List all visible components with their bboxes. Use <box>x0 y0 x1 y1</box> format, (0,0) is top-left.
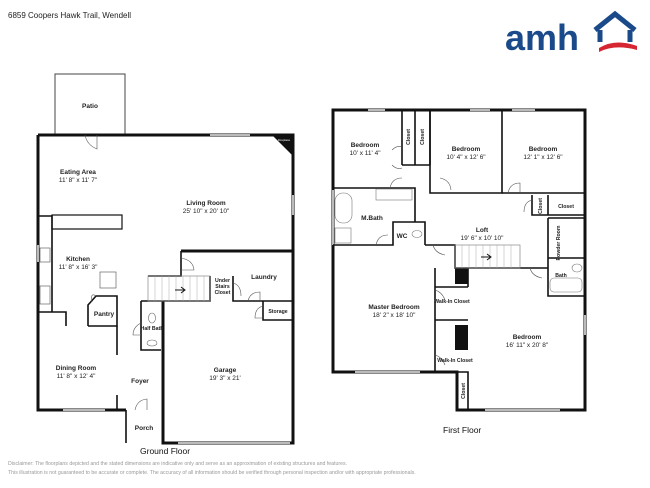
room-label: Closet <box>461 383 467 399</box>
room-label: Bedroom <box>529 146 558 153</box>
room-label: Laundry <box>251 274 277 281</box>
room-label: Garage <box>214 367 237 374</box>
room-dims: 11' 8" x 12' 4" <box>57 373 96 380</box>
room-label: Bath <box>555 273 567 279</box>
room-label: Powder Room <box>556 225 562 260</box>
room-label: Master Bedroom <box>368 304 420 311</box>
room-label: Eating Area <box>60 169 96 176</box>
room-dims: 12' 1" x 12' 6" <box>523 154 563 161</box>
room-label: Bedroom <box>351 142 380 149</box>
room-dims: 19' 6" x 10' 10" <box>461 235 505 242</box>
room-label: Storage <box>268 309 287 315</box>
room-label: Dining Room <box>56 365 97 372</box>
stairs-first <box>454 244 521 269</box>
room-label: Walk-In Closet <box>434 299 470 305</box>
disclaimer-line-2: This illustration is not guaranteed to b… <box>8 470 416 476</box>
room-label: Pantry <box>94 311 115 318</box>
room-dims: 16' 11" x 20' 8" <box>506 342 549 349</box>
ground-floor-title: Ground Floor <box>140 446 191 456</box>
sink-icon <box>39 247 51 263</box>
room-label: Loft <box>476 227 489 234</box>
room-label: Closet <box>406 129 412 145</box>
amh-logo: amh <box>505 10 637 58</box>
room-label: Porch <box>135 425 153 432</box>
first-floor-plan: Bedroom 10' x 11' 4" Closet Closet Bedro… <box>331 108 587 412</box>
fireplace-icon <box>272 135 293 156</box>
toilet-icon <box>571 263 583 273</box>
room-label: Walk-In Closet <box>437 358 473 364</box>
fridge-icon <box>99 271 117 289</box>
toilet-icon <box>148 312 156 324</box>
room-dims: 10' 4" x 12' 6" <box>446 154 486 161</box>
room-label: Foyer <box>131 378 149 385</box>
room-label: Kitchen <box>66 256 90 263</box>
room-label: WC <box>397 233 408 240</box>
room-label: Bedroom <box>513 334 542 341</box>
room-label: Closet <box>558 204 574 210</box>
bathtub-icon <box>334 192 353 224</box>
room-label: Living Room <box>186 200 226 207</box>
fireplace-label: Fireplace <box>278 138 291 142</box>
stove-icon <box>39 285 51 305</box>
room-label: Closet <box>420 129 426 145</box>
room-label: Half Bath <box>141 326 164 332</box>
room-label: Bedroom <box>452 146 481 153</box>
room-dims: 18' 2" x 18' 10" <box>373 312 417 319</box>
ground-floor-plan: Patio Eating Area 11' 8" x 11' 7" Living… <box>36 73 295 445</box>
room-label: M.Bath <box>361 215 383 222</box>
room-dims: 19' 3" x 21' <box>209 375 241 382</box>
sink-icon <box>146 339 158 347</box>
room-dims: 25' 10" x 20' 10" <box>183 208 230 215</box>
room-dims: 10' x 11' 4" <box>349 150 381 157</box>
room-label: Closet <box>538 198 544 214</box>
property-address: 6859 Coopers Hawk Trail, Wendell <box>8 11 132 20</box>
disclaimer-line-1: Disclaimer: The floorplans depicted and … <box>8 461 348 467</box>
wall-column <box>455 325 468 350</box>
vanity-icon <box>375 188 413 201</box>
kitchen-island <box>51 214 123 230</box>
bathtub-icon <box>549 277 583 293</box>
shower-icon <box>334 227 352 244</box>
room-label: Patio <box>82 103 98 110</box>
room-dims: 11' 8" x 16' 3" <box>59 264 98 271</box>
svg-text:amh: amh <box>505 17 579 58</box>
stairs-ground <box>147 275 211 302</box>
under-stairs-closet-label: Under Stairs Closet <box>214 278 231 296</box>
room-dims: 11' 8" x 11' 7" <box>59 177 98 184</box>
first-floor-title: First Floor <box>443 425 482 435</box>
wall-column <box>455 268 468 284</box>
toilet-icon <box>411 230 423 238</box>
